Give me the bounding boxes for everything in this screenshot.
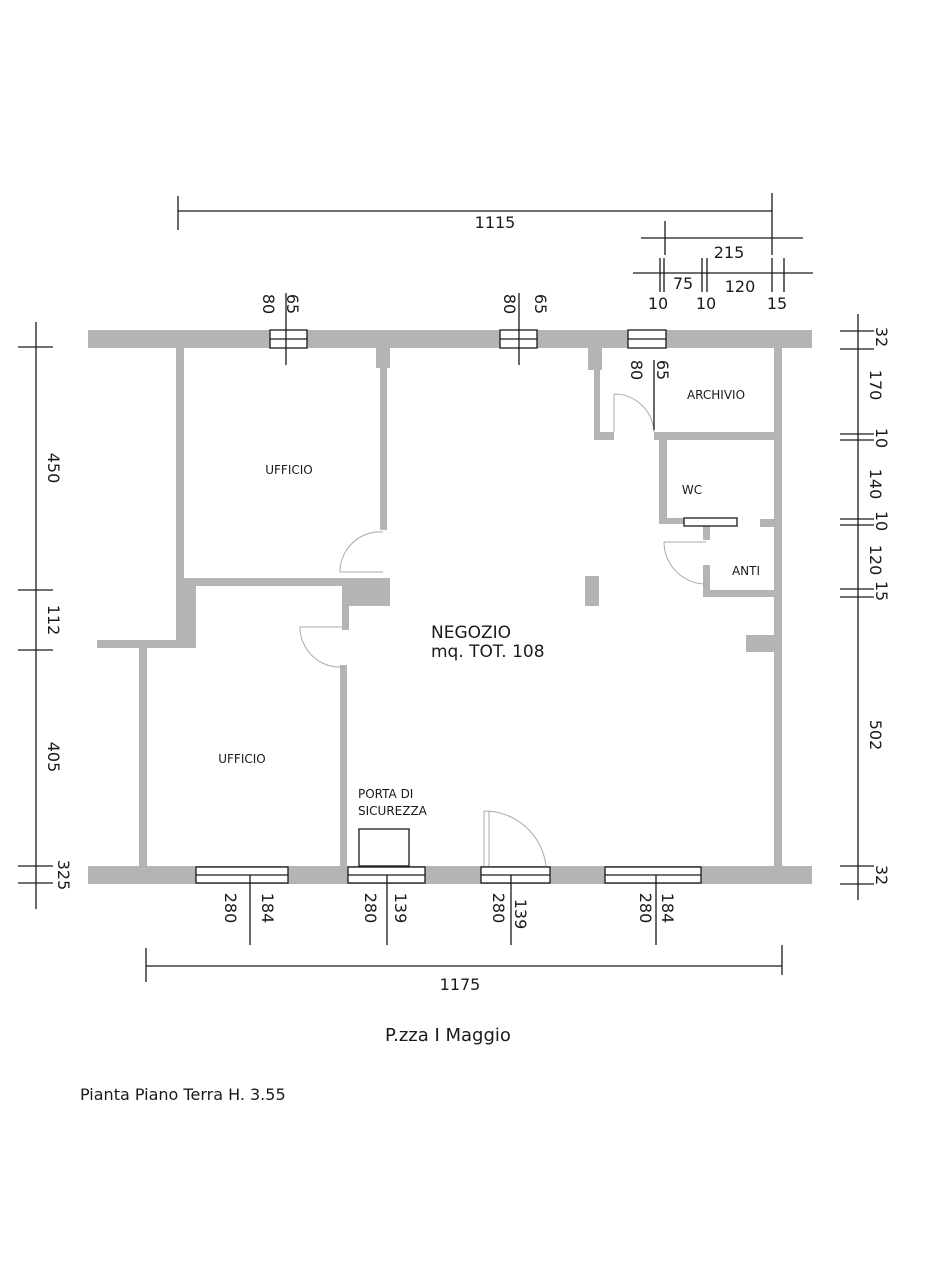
- window-top-1-b: 65: [283, 294, 302, 314]
- right-dimensions: 32 170 10 140 10 120 15 502 32: [840, 314, 891, 900]
- room-ufficio-bottom: UFFICIO: [218, 752, 266, 766]
- plan-caption: Pianta Piano Terra H. 3.55: [80, 1085, 286, 1104]
- porta-sicurezza-line1: PORTA DI: [358, 787, 413, 801]
- window-bottom-4-a: 280: [636, 893, 655, 924]
- dim-top-seg-2: 75: [673, 274, 693, 293]
- windows: [195, 329, 738, 884]
- dim-right-1: 32: [872, 327, 891, 347]
- room-wc: WC: [682, 483, 702, 497]
- dim-top-seg-1: 10: [648, 294, 668, 313]
- street-label: P.zza I Maggio: [385, 1025, 511, 1046]
- left-dimensions: 450 112 405 325: [18, 322, 73, 909]
- doors: [299, 393, 707, 867]
- window-bottom-1-b: 184: [258, 893, 277, 924]
- dim-right-8: 502: [866, 720, 885, 751]
- window-top-3-a: 80: [627, 360, 646, 380]
- window-bottom-3-b: 139: [511, 899, 530, 930]
- room-ufficio-top: UFFICIO: [265, 463, 313, 477]
- dim-left-4: 325: [54, 860, 73, 891]
- dim-top-seg-5: 15: [767, 294, 787, 313]
- window-top-2-a: 80: [500, 294, 519, 314]
- window-bottom-2-b: 139: [391, 893, 410, 924]
- bottom-dimensions: 1175: [145, 945, 783, 994]
- dim-left-1: 450: [44, 453, 63, 484]
- window-bottom-1-a: 280: [221, 893, 240, 924]
- dim-left-3: 405: [44, 742, 63, 773]
- porta-sicurezza-line2: SICUREZZA: [358, 804, 428, 818]
- dim-right-6: 120: [866, 545, 885, 576]
- dim-right-7: 15: [872, 581, 891, 601]
- window-bottom-3-a: 280: [489, 893, 508, 924]
- dim-right-5: 10: [872, 511, 891, 531]
- window-top-3-b: 65: [653, 360, 672, 380]
- walls: [88, 330, 812, 884]
- window-dimensions: 80 65 80 65 80 65 280 184 280 139 280 13…: [221, 293, 677, 945]
- dim-top-seg-3: 10: [696, 294, 716, 313]
- window-bottom-4-b: 184: [658, 893, 677, 924]
- security-door-box: [358, 828, 410, 867]
- room-negozio-area: mq. TOT. 108: [431, 642, 545, 662]
- dim-right-4: 140: [866, 469, 885, 500]
- dim-left-2: 112: [44, 605, 63, 636]
- dim-top-partial: 215: [714, 243, 745, 262]
- dim-top-total: 1115: [475, 213, 516, 232]
- window-top-2-b: 65: [531, 294, 550, 314]
- window-top-1-a: 80: [259, 294, 278, 314]
- room-archivio: ARCHIVIO: [687, 388, 745, 402]
- dim-bottom-total: 1175: [440, 975, 481, 994]
- room-negozio: NEGOZIO: [431, 623, 511, 643]
- room-labels: UFFICIO UFFICIO ARCHIVIO WC ANTI PORTA D…: [218, 388, 760, 818]
- window-bottom-2-a: 280: [361, 893, 380, 924]
- room-anti: ANTI: [732, 564, 760, 578]
- top-dimensions: 1115 215 10 75 10 120 15: [177, 193, 813, 313]
- dim-right-2: 170: [866, 370, 885, 401]
- dim-top-seg-4: 120: [725, 277, 756, 296]
- dim-right-3: 10: [872, 428, 891, 448]
- dim-right-9: 32: [872, 865, 891, 885]
